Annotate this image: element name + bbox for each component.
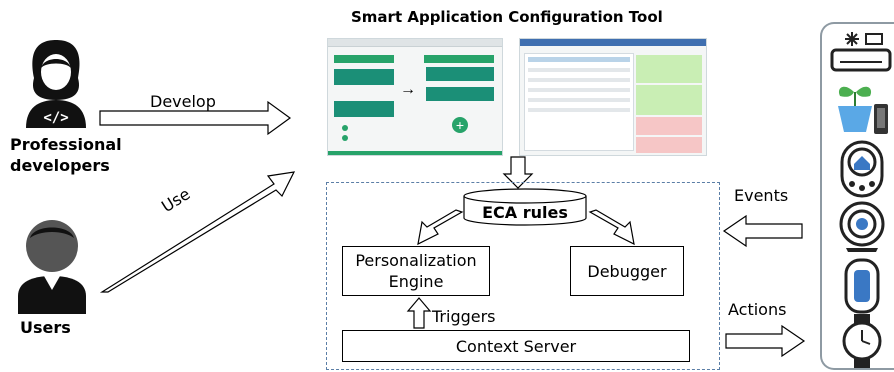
- context-server-box: Context Server: [342, 330, 690, 362]
- tool-to-rules-arrow: [502, 156, 534, 189]
- develop-label: Develop: [150, 92, 216, 111]
- users-label: Users: [20, 318, 71, 337]
- eca-rules-label: ECA rules: [482, 203, 568, 222]
- triggers-label: Triggers: [432, 307, 496, 326]
- eca-rules-database: [463, 188, 587, 226]
- events-label: Events: [734, 186, 789, 205]
- developers-label: Professional developers: [10, 135, 122, 175]
- triggers-arrow: [406, 297, 432, 329]
- personalization-engine-box: Personalization Engine: [342, 246, 490, 296]
- rules-to-engine-arrow: [417, 209, 464, 246]
- rule-editor-screenshot: → +: [327, 38, 503, 156]
- plant-icon: [838, 86, 888, 134]
- actions-label: Actions: [728, 300, 787, 319]
- diagram-title: Smart Application Configuration Tool: [351, 8, 663, 26]
- events-arrow: [722, 214, 803, 248]
- user-icon: [18, 220, 86, 314]
- rules-to-debugger-arrow: [588, 209, 635, 246]
- smart-band-icon: [844, 258, 880, 314]
- use-arrow: [99, 171, 296, 293]
- webcam-icon: [839, 201, 885, 252]
- smartwatch-icon: [842, 314, 882, 368]
- developer-icon: </>: [26, 40, 86, 128]
- svg-text:</>: </>: [43, 110, 68, 126]
- rules-list-screenshot: [519, 38, 707, 156]
- system-boundary: [326, 182, 720, 370]
- smart-home-remote-icon: [840, 140, 884, 198]
- develop-arrow: [99, 100, 292, 136]
- air-conditioner-icon: [830, 32, 892, 72]
- actions-arrow: [725, 324, 806, 358]
- debugger-box: Debugger: [570, 246, 684, 296]
